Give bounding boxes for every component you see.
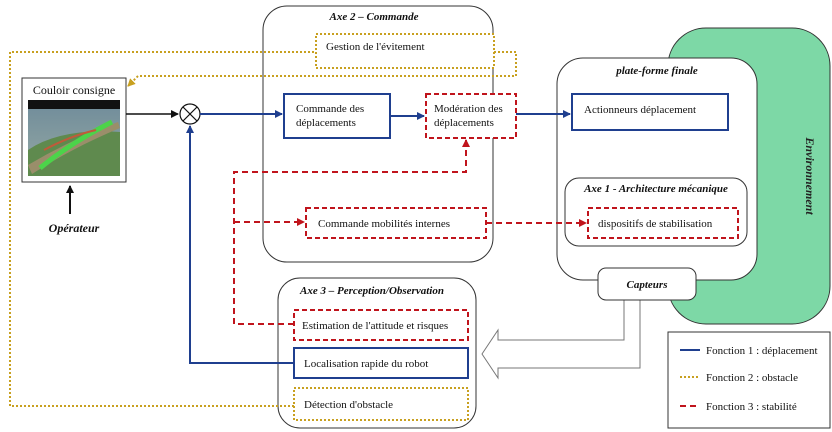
summing-junction: [179, 103, 201, 125]
capteurs-box: Capteurs: [597, 267, 697, 301]
platform-title: plate-forme finale: [615, 65, 698, 77]
commande-label-line1: Commande des: [296, 103, 364, 115]
capteurs-label: Capteurs: [627, 279, 668, 291]
legend-label-2: Fonction 2 : obstacle: [706, 372, 798, 384]
legend-label-3: Fonction 3 : stabilité: [706, 401, 797, 413]
legend-label-1: Fonction 1 : déplacement: [706, 345, 818, 357]
gestion-to-couloir-arrow: [127, 51, 517, 87]
detection-label: Détection d'obstacle: [304, 399, 393, 411]
commande-label-line2: déplacements: [296, 117, 356, 129]
gestion-label: Gestion de l'évitement: [326, 41, 425, 53]
environment-label: Environnement: [803, 136, 817, 215]
moderation-label-line2: déplacements: [434, 117, 494, 129]
axe1-title: Axe 1 - Architecture mécanique: [583, 183, 728, 195]
couloir-box: Couloir consigne: [21, 77, 127, 183]
mobilites-box: Commande mobilités internes: [305, 207, 487, 239]
estimation-label: Estimation de l'attitude et risques: [302, 320, 448, 332]
actionneurs-box: Actionneurs déplacement: [571, 93, 729, 131]
detection-to-gestion-line: [9, 51, 316, 407]
commande-box: Commande des déplacements: [283, 93, 391, 139]
couloir-label: Couloir consigne: [33, 83, 115, 97]
sensor-feed-arrow: [481, 299, 641, 380]
platform-group: plate-forme finale: [556, 57, 758, 281]
localisation-label: Localisation rapide du robot: [304, 358, 428, 370]
terrain-preview-image: [28, 100, 120, 176]
dispositifs-box: dispositifs de stabilisation: [587, 207, 739, 239]
estimation-box: Estimation de l'attitude et risques: [293, 309, 469, 341]
dispositifs-label: dispositifs de stabilisation: [598, 218, 713, 230]
gestion-box: Gestion de l'évitement: [315, 33, 495, 69]
estimation-to-moderation-arrow: [233, 139, 470, 325]
actionneurs-label: Actionneurs déplacement: [584, 104, 696, 116]
axe2-title: Axe 2 – Commande: [329, 11, 419, 23]
localisation-box: Localisation rapide du robot: [293, 347, 469, 379]
operator-label: Opérateur: [49, 221, 100, 235]
axe3-title: Axe 3 – Perception/Observation: [299, 285, 444, 297]
detection-box: Détection d'obstacle: [293, 387, 469, 421]
moderation-label-line1: Modération des: [434, 103, 503, 115]
moderation-box: Modération des déplacements: [425, 93, 517, 139]
mobilites-label: Commande mobilités internes: [318, 218, 450, 230]
localisation-feedback-arrow: [186, 125, 294, 364]
